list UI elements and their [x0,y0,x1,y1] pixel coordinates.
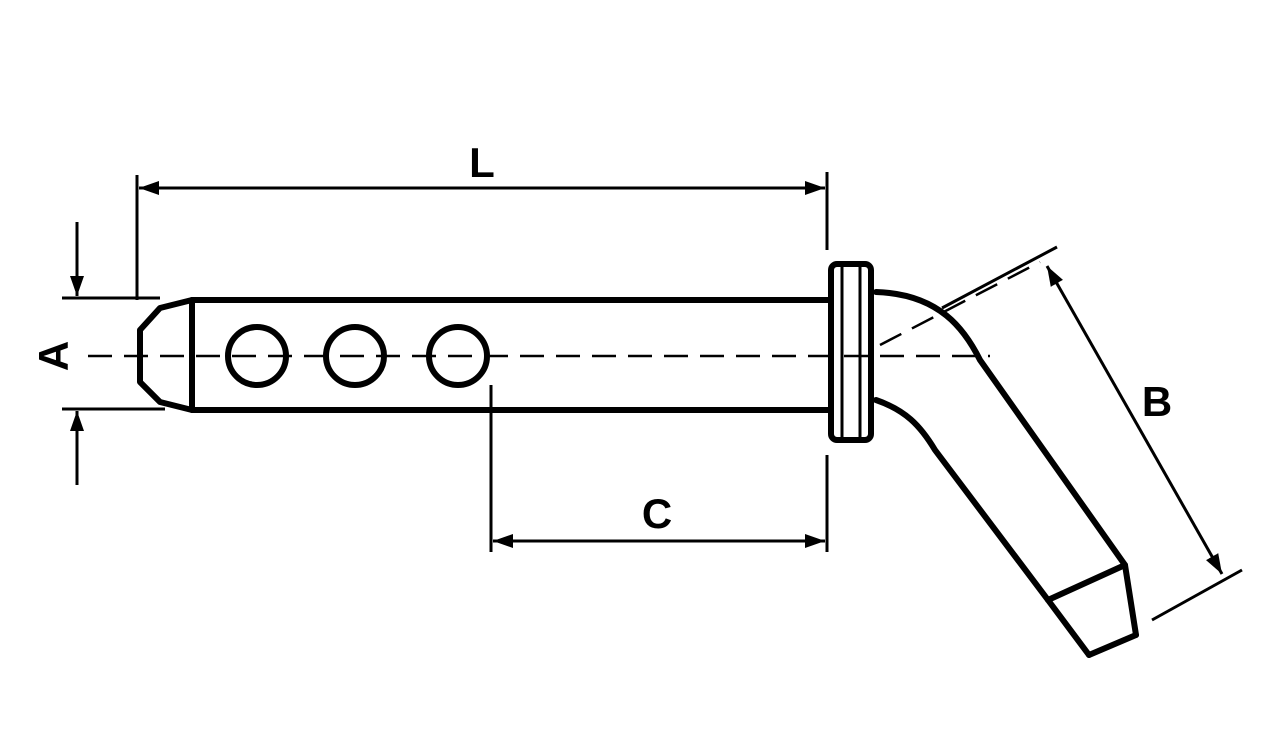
hole-2 [323,324,387,388]
hole-1 [225,324,289,388]
dimension-l: L [135,139,829,300]
label-b: B [1142,378,1172,425]
label-c: C [642,490,672,537]
collar [828,261,874,443]
label-l: L [469,139,495,186]
handle-end-cap [1086,632,1139,658]
handle-end-chamfer [1045,562,1128,603]
handle-centerline [879,260,1041,347]
handle-outer-edge [873,289,1139,638]
label-a: A [30,341,77,371]
pin-tip [137,297,195,413]
dimension-c: C [489,385,829,552]
dimension-a: A [30,222,165,485]
handle-inner-edge [873,397,1092,658]
extension-line [941,245,1058,310]
hole-3 [426,324,490,388]
extension-line [1151,568,1243,622]
dimension-b: B [941,245,1243,622]
dimension-line-b [1045,265,1224,575]
handle [873,289,1139,658]
pin-body [137,297,833,413]
